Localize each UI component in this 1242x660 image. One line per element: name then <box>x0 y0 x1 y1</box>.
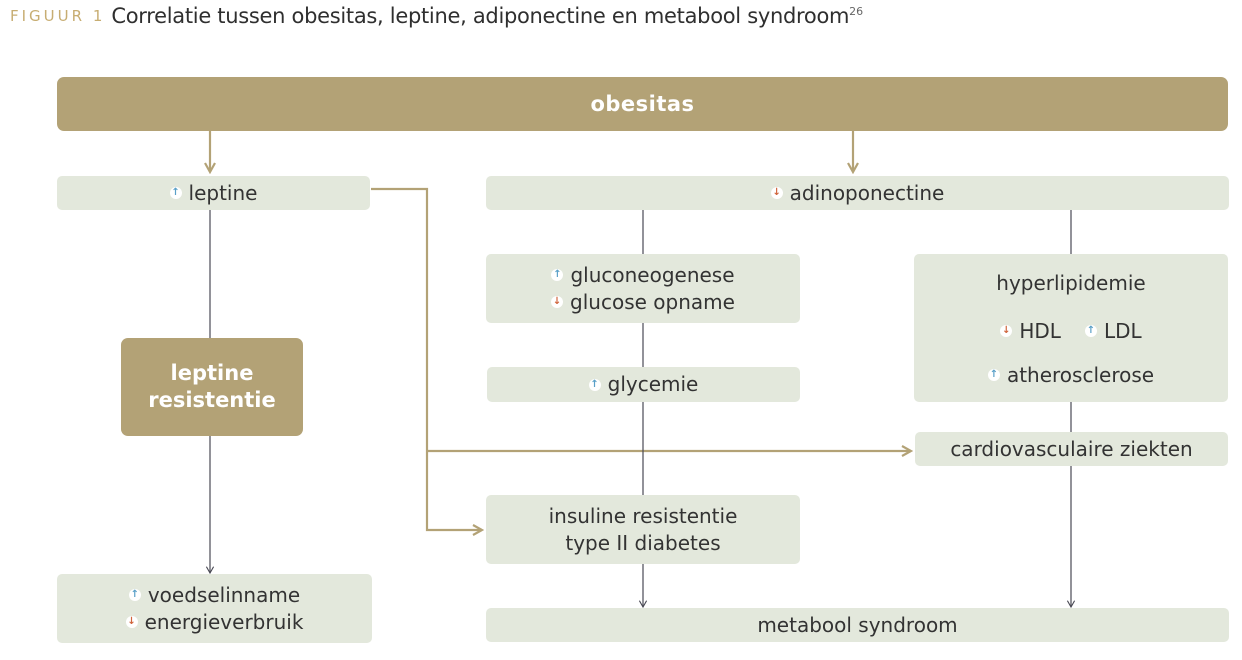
node-cardiovasculaire-ziekten-label: cardiovasculaire ziekten <box>950 436 1193 461</box>
node-energieverbruik-label: energieverbruik <box>144 609 304 634</box>
node-hyperlipidemie-label: hyperlipidemie <box>996 271 1146 295</box>
arrow-up-icon: ↑ <box>987 369 1000 381</box>
node-glucose-opname-label: glucose opname <box>570 289 735 314</box>
node-obesitas-label: obesitas <box>590 91 695 116</box>
node-adinoponectine-label: adinoponectine <box>789 180 945 205</box>
node-atherosclerose-label: atherosclerose <box>1006 363 1155 387</box>
node-voedselinname: ↑ voedselinname ↓ energieverbruik <box>57 574 372 643</box>
arrow-down-icon: ↓ <box>770 187 783 199</box>
figure-title: Correlatie tussen obesitas, leptine, adi… <box>111 4 850 28</box>
node-metabool-syndroom-label: metabool syndroom <box>757 612 958 637</box>
arrow-up-icon: ↑ <box>551 269 564 281</box>
node-hyperlipidemie: hyperlipidemie ↓ HDL ↑ LDL ↑ atheroscler… <box>914 254 1228 402</box>
node-metabool-syndroom: metabool syndroom <box>486 608 1229 642</box>
node-hdl-label: HDL <box>1019 319 1061 343</box>
node-leptine-resistentie-line1: leptine <box>170 360 254 385</box>
node-ldl-label: LDL <box>1103 319 1142 343</box>
node-leptine: ↑ leptine <box>57 176 370 210</box>
node-insuline-resistentie-label: insuline resistentie <box>548 503 738 528</box>
arrow-up-icon: ↑ <box>1084 325 1097 337</box>
node-voedselinname-label: voedselinname <box>147 582 301 607</box>
node-type-ii-diabetes-label: type II diabetes <box>565 530 721 555</box>
node-glycemie: ↑ glycemie <box>487 367 800 402</box>
node-glycemie-label: glycemie <box>607 372 699 396</box>
node-leptine-resistentie: leptine resistentie <box>121 338 303 436</box>
arrow-up-icon: ↑ <box>128 589 141 601</box>
node-gluconeogenese-label: gluconeogenese <box>570 262 735 287</box>
node-obesitas: obesitas <box>57 77 1228 131</box>
arrow-down-icon: ↓ <box>551 296 564 308</box>
figure-label: FIGUUR 1 <box>10 7 106 25</box>
figure-reference: 26 <box>849 5 864 18</box>
node-adinoponectine: ↓ adinoponectine <box>486 176 1229 210</box>
node-leptine-label: leptine <box>188 180 258 205</box>
node-insuline-resistentie: insuline resistentie type II diabetes <box>486 495 800 564</box>
arrow-down-icon: ↓ <box>1000 325 1013 337</box>
node-leptine-resistentie-line2: resistentie <box>148 388 276 412</box>
arrow-down-icon: ↓ <box>125 616 138 628</box>
figure-caption: FIGUUR 1 Correlatie tussen obesitas, lept… <box>10 4 863 28</box>
connector-leptine-insuline <box>371 187 482 530</box>
node-gluconeogenese: ↑ gluconeogenese ↓ glucose opname <box>486 254 800 323</box>
node-cardiovasculaire-ziekten: cardiovasculaire ziekten <box>915 432 1228 466</box>
arrow-up-icon: ↑ <box>169 187 182 199</box>
arrow-up-icon: ↑ <box>588 378 601 391</box>
